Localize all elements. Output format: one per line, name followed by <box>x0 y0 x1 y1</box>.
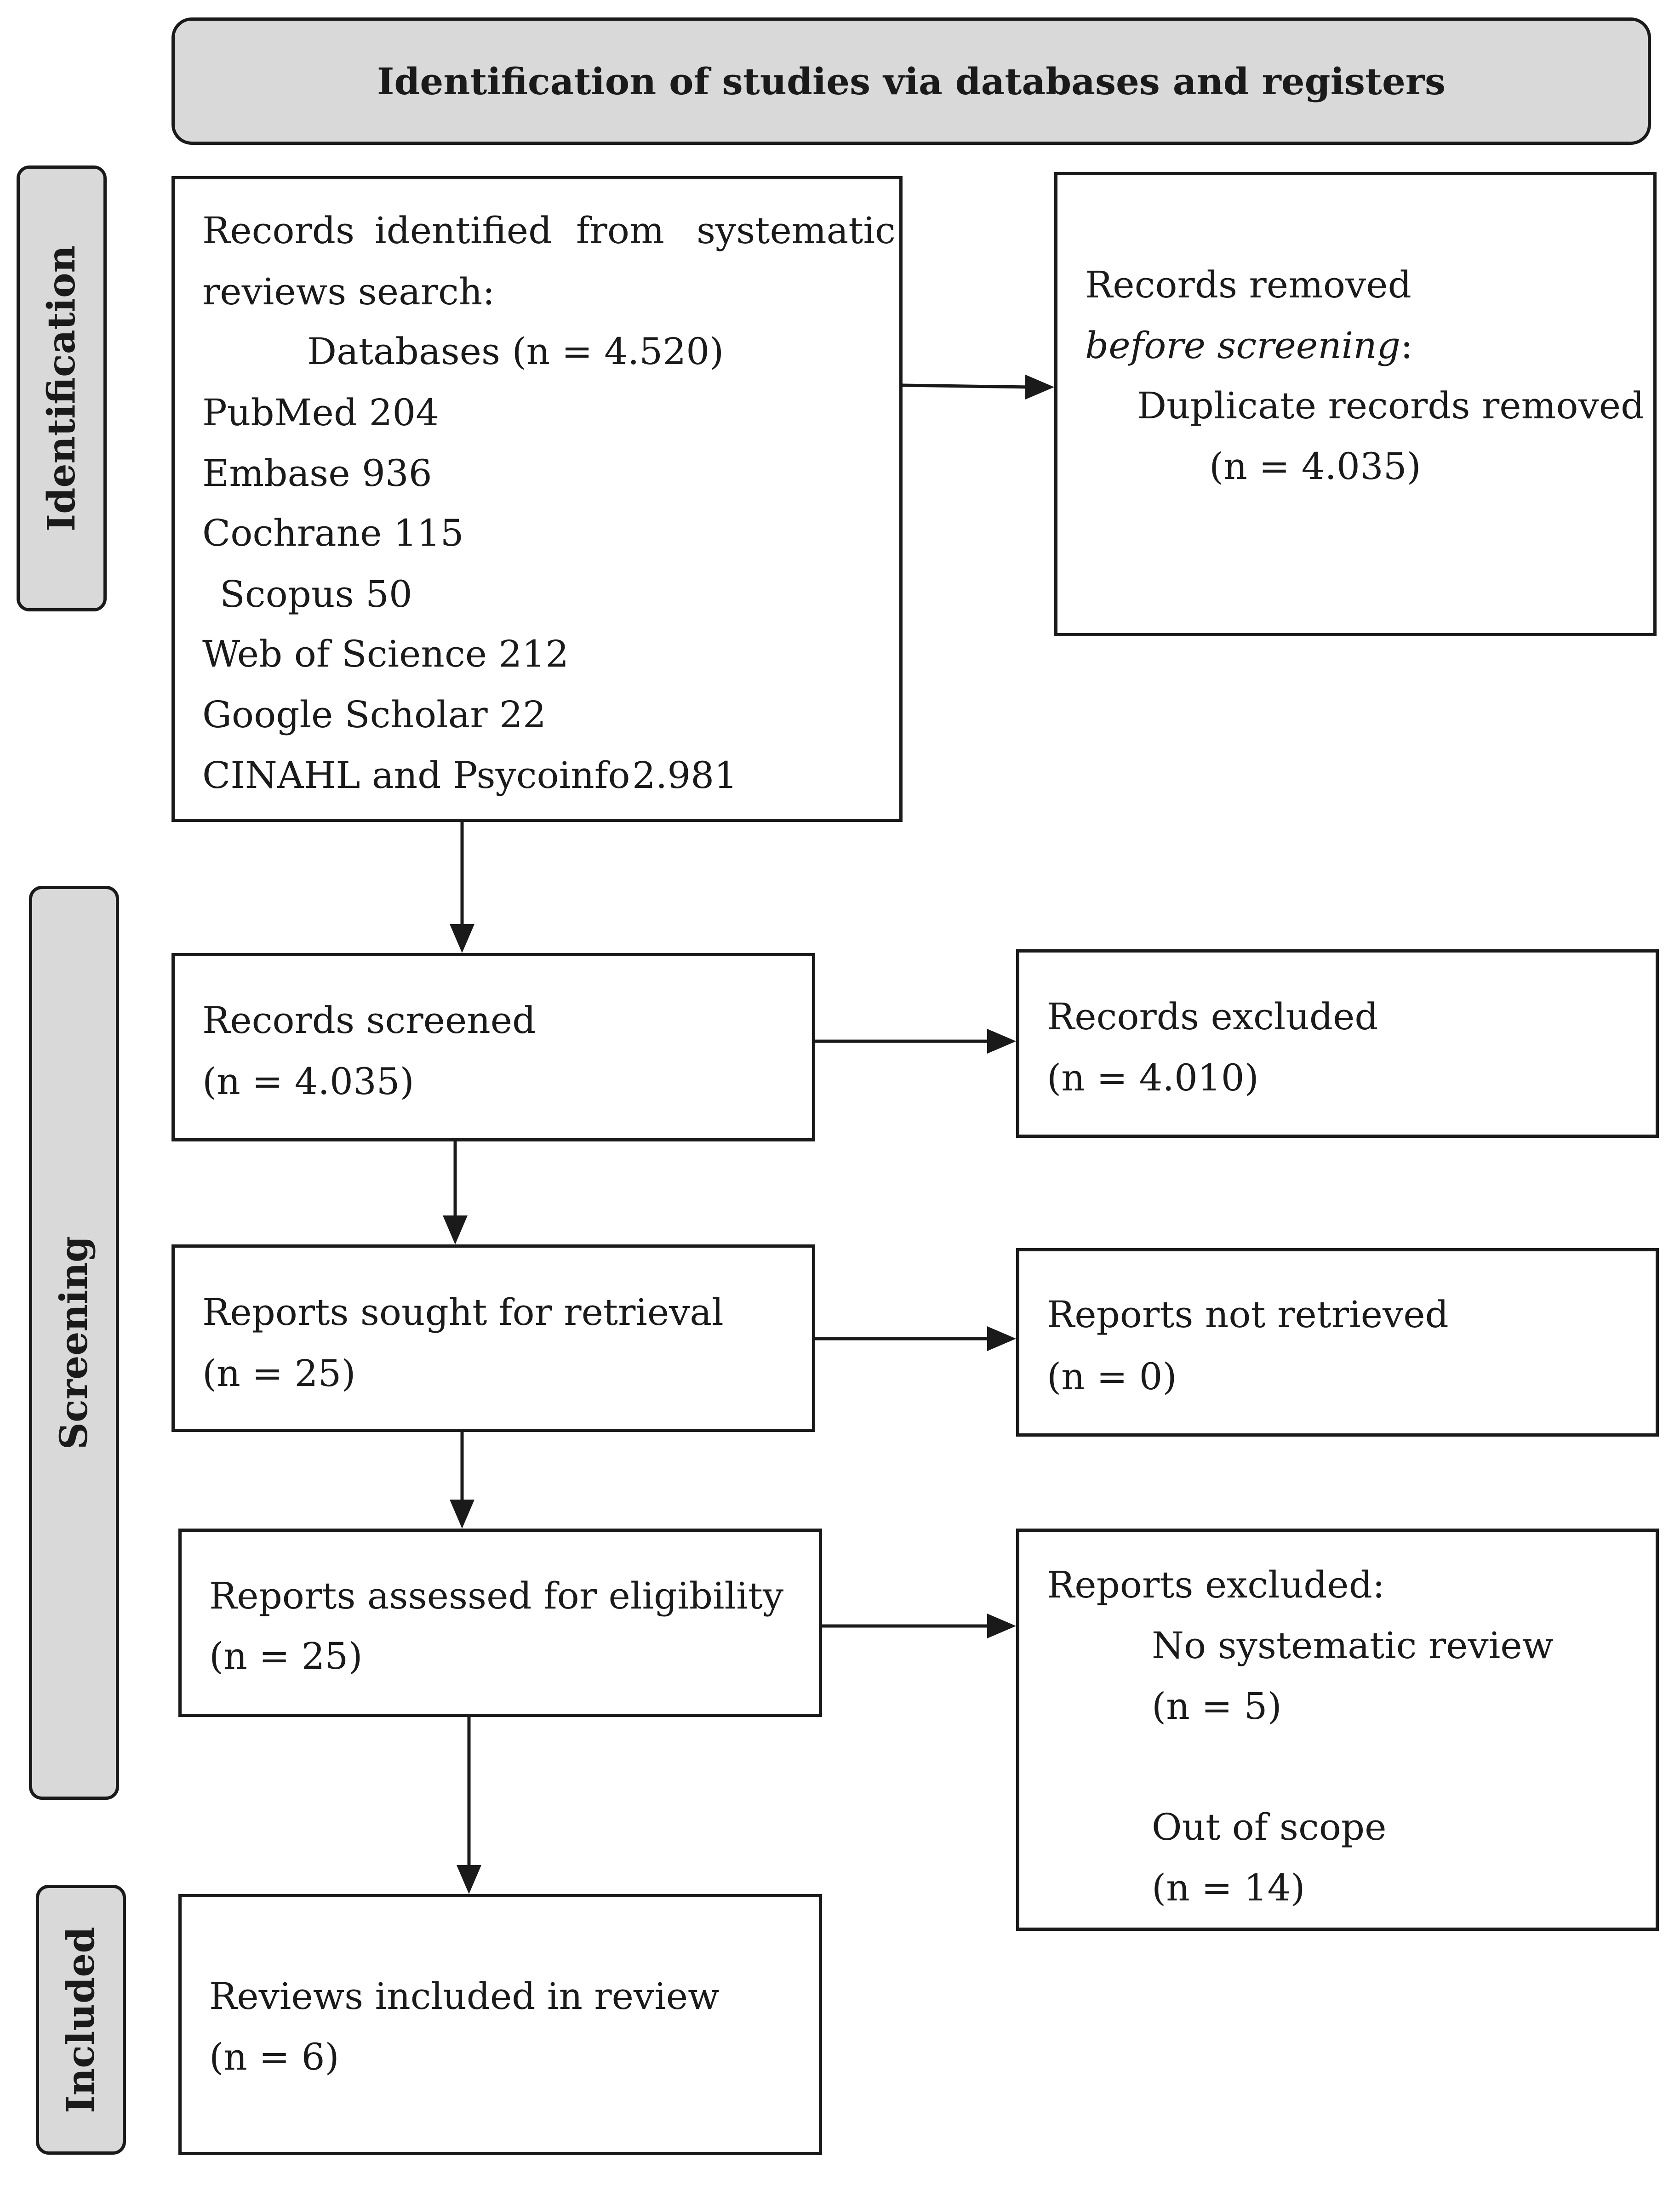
identified-line1-word3: from <box>576 209 664 252</box>
excluded-label: Records excluded <box>1047 995 1378 1038</box>
screened-label: Records screened <box>202 999 536 1042</box>
arrowhead-sought <box>443 1215 468 1244</box>
identified-pubmed: PubMed 204 <box>202 391 440 434</box>
sought-label: Reports sought for retrieval <box>202 1291 724 1334</box>
not-retrieved-count: (n = 0) <box>1047 1355 1177 1398</box>
removed-line2-italic: before screening <box>1085 324 1400 367</box>
reports-assessed-box <box>178 1529 822 1717</box>
identified-line1-word4: systematic <box>697 209 896 252</box>
not-retrieved-label: Reports not retrieved <box>1047 1293 1449 1336</box>
reports-excluded-reason1: No systematic review <box>1152 1624 1554 1667</box>
identified-scopus: Scopus 50 <box>220 573 412 616</box>
identified-line1-word2: identified <box>375 209 552 252</box>
removed-line4: (n = 4.035) <box>1209 445 1421 488</box>
identified-line1-word1: Records <box>202 209 355 252</box>
identified-wos: Web of Science 212 <box>202 633 569 675</box>
phase-included: Included <box>36 1885 126 2155</box>
reviews-included-box <box>178 1894 822 2155</box>
reports-excluded-box <box>1016 1529 1659 1931</box>
identified-databases: Databases (n = 4.520) <box>307 330 724 373</box>
identified-cinahl-value: 2.981 <box>632 754 738 797</box>
arrowhead-screened <box>450 924 474 953</box>
sought-count: (n = 25) <box>202 1352 356 1395</box>
records-identified-box <box>171 176 903 822</box>
screened-count: (n = 4.035) <box>202 1060 414 1103</box>
reports-not-retrieved-box <box>1016 1248 1659 1437</box>
phase-identification: Identification <box>17 165 107 611</box>
reports-excluded-reason1-count: (n = 5) <box>1152 1685 1282 1728</box>
header-title: Identification of studies via databases … <box>377 59 1446 103</box>
records-excluded-box <box>1016 949 1659 1138</box>
phase-screening: Screening <box>29 886 119 1800</box>
assessed-count: (n = 25) <box>209 1635 363 1677</box>
identified-embase: Embase 936 <box>202 452 432 495</box>
identified-cinahl-label: CINAHL and Psycoinfo <box>202 754 630 797</box>
arrowhead-not-retrieved <box>987 1326 1016 1351</box>
arrowhead-included <box>457 1865 481 1894</box>
arrow-identified-to-removed <box>902 383 1030 389</box>
arrowhead-reports-excluded <box>987 1614 1016 1638</box>
reports-excluded-label: Reports excluded: <box>1047 1563 1385 1606</box>
identified-line2: reviews search: <box>202 270 495 313</box>
identified-google: Google Scholar 22 <box>202 693 546 736</box>
removed-line3: Duplicate records removed <box>1137 384 1645 427</box>
reports-sought-box <box>171 1244 815 1432</box>
included-label: Reviews included in review <box>209 1975 720 2018</box>
arrowhead-excluded <box>987 1029 1016 1054</box>
included-count: (n = 6) <box>209 2036 339 2078</box>
removed-line2-colon: : <box>1400 324 1413 367</box>
arrowhead-assessed <box>450 1500 474 1529</box>
header-banner: Identification of studies via databases … <box>171 17 1651 145</box>
excluded-count: (n = 4.010) <box>1047 1056 1259 1099</box>
removed-line1: Records removed <box>1085 263 1411 306</box>
reports-excluded-reason2-count: (n = 14) <box>1152 1866 1305 1909</box>
identified-cochrane: Cochrane 115 <box>202 512 464 554</box>
arrowhead-removed <box>1025 375 1054 399</box>
removed-line2: before screening: <box>1085 327 1413 364</box>
assessed-label: Reports assessed for eligibility <box>209 1575 784 1617</box>
reports-excluded-reason2: Out of scope <box>1152 1806 1387 1848</box>
records-screened-box <box>171 953 815 1141</box>
records-removed-box <box>1054 172 1657 636</box>
